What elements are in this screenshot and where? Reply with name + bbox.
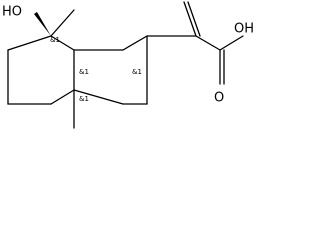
bond-c7-c8 xyxy=(7,35,52,51)
right-ring xyxy=(73,35,148,105)
carbonyl-oxygen-label: O xyxy=(214,91,224,106)
bond-c1-c2 xyxy=(122,35,148,51)
acid-hydroxyl-label: OH xyxy=(234,22,254,37)
stereo-label-c2: &1 xyxy=(132,68,142,76)
methyl-bond-top xyxy=(50,9,75,37)
stereo-label-c8: &1 xyxy=(50,36,60,44)
substituents xyxy=(34,1,244,129)
hydroxyl-label: HO xyxy=(2,5,22,20)
left-ring xyxy=(7,35,75,105)
stereo-label-c4a: &1 xyxy=(79,95,89,103)
bond-c4-c4a xyxy=(73,89,124,105)
stereo-label-c8a: &1 xyxy=(79,68,89,76)
carboxyl-oh-bond xyxy=(219,35,244,51)
vinyl-double-bond-b xyxy=(187,1,201,37)
bond-c8-c8a xyxy=(50,35,75,51)
bond-alpha-to-carboxyl xyxy=(195,35,221,51)
vinyl-double-bond-a xyxy=(183,1,197,37)
hydroxyl-wedge-bond xyxy=(34,12,51,36)
molecule-structure: HO OH O &1 &1 &1 &1 xyxy=(2,1,254,129)
bond-c4a-c5 xyxy=(50,89,75,105)
